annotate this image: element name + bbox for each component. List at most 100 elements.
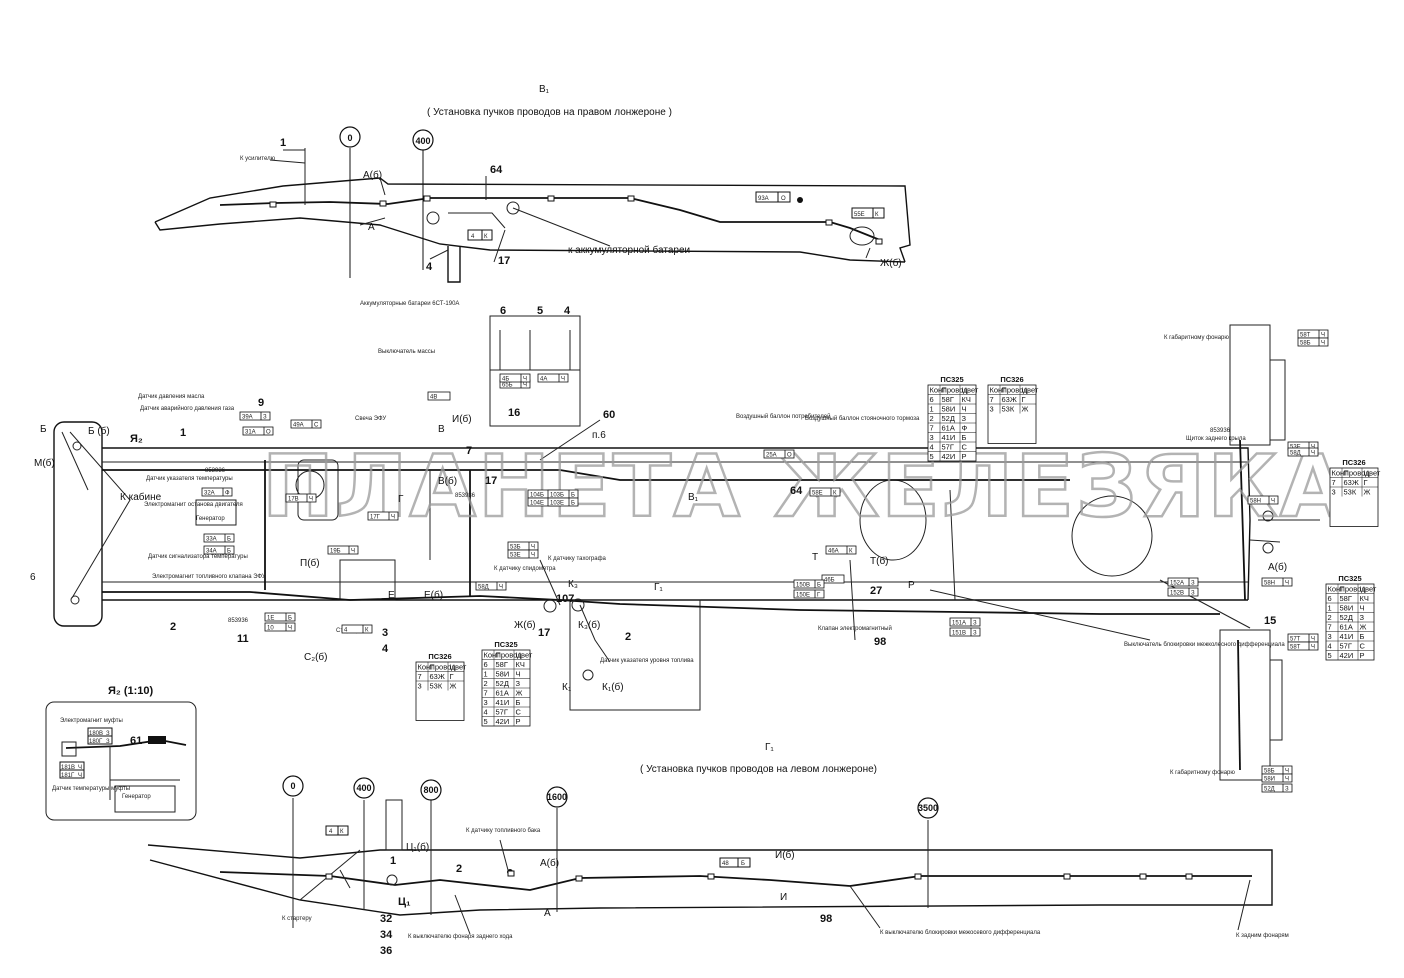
wire-tag-id: 32А (204, 491, 215, 497)
connector-table-cell: З (962, 414, 967, 423)
connector-table-cell: 6 (930, 395, 934, 404)
connector-table-cell: З (516, 679, 521, 688)
wire-tag-id: 52Д (1264, 787, 1275, 793)
bottom-frame: 4 К 48 Б (147, 798, 1273, 935)
svg-text:К габаритному фонарю: К габаритному фонарю (1170, 770, 1235, 776)
wire-tag-color: Ч (288, 626, 292, 632)
svg-text:17: 17 (485, 475, 497, 487)
connector-table-cell: С (1360, 641, 1366, 650)
wire-tag-id: 58Т (1300, 333, 1311, 339)
svg-text:9: 9 (258, 397, 264, 409)
top-markers: 0 400 (339, 126, 434, 151)
bottom-tag-48: 48 Б (719, 857, 751, 868)
connector-table-cell: 7 (484, 688, 488, 697)
view-title-g1: Г₁ (765, 742, 774, 753)
svg-text:11: 11 (237, 633, 249, 645)
connector-table-cell: 57Г (1340, 641, 1352, 650)
svg-text:Ч: Ч (78, 765, 82, 771)
svg-text:36: 36 (380, 945, 392, 957)
wire-tag-color: Ч (531, 553, 535, 559)
caption-g1: ( Установка пучков проводов на левом лон… (640, 764, 877, 775)
svg-text:Т(б): Т(б) (870, 555, 889, 567)
connector-table-cell: Провод (942, 385, 969, 394)
wire-tag-color: Ф (225, 491, 230, 497)
inset-ya2: Я₂ (1:10) Электромагнит муфты 61 Генерат… (45, 685, 197, 821)
svg-text:4: 4 (329, 829, 333, 835)
connector-table-cell: 3 (990, 404, 994, 413)
connector-table-cell: 42И (1340, 651, 1354, 660)
connector-table-cell: 61А (1340, 622, 1353, 631)
svg-text:Г: Г (398, 494, 404, 505)
connector-table-cell: Р (516, 717, 521, 726)
wire-tag-id: 34А (206, 549, 217, 555)
wire-tag-id: 151В (952, 631, 966, 637)
svg-text:181В: 181В (61, 765, 75, 771)
svg-text:К: К (340, 829, 344, 835)
svg-text:16: 16 (508, 407, 520, 419)
wire-tag-id: 19Б (330, 549, 341, 555)
watermark: ПЛАНЕТА ЖЕЛЕЗЯКА (262, 437, 1348, 537)
distance-marker: 400 (353, 777, 375, 799)
connector-table-cell: 61А (942, 423, 955, 432)
svg-text:98: 98 (874, 636, 886, 648)
svg-text:Ц₁: Ц₁ (398, 896, 411, 908)
connector-table-cell: Провод (1002, 385, 1029, 394)
svg-text:Я₂ (1:10): Я₂ (1:10) (108, 685, 154, 697)
connector-table-cell: Б (516, 698, 521, 707)
wire-tag-id: 103Е (550, 501, 564, 507)
svg-text:А(б): А(б) (1268, 561, 1287, 573)
top-tag-93a: 93А О (755, 191, 791, 203)
connector-table-cell: КЧ (516, 660, 525, 669)
connector-table-cell: 3 (418, 681, 422, 690)
connector-table-title: ПС325 (940, 375, 963, 384)
wire-tag-color: Б (571, 501, 575, 507)
wire-tag-color: Ч (1285, 581, 1289, 587)
connector-table-cell: 41И (496, 698, 510, 707)
connector-table-cell: Р (1360, 651, 1365, 660)
svg-text:Г₁: Г₁ (654, 582, 663, 593)
connector-table-cell: З (1360, 613, 1365, 622)
connector-table-cell: 53К (1344, 487, 1357, 496)
svg-text:П(б): П(б) (300, 557, 320, 569)
wire-tag-id: 58Д (478, 585, 489, 591)
connector-table-cell: 6 (1328, 594, 1332, 603)
svg-text:27: 27 (870, 585, 882, 597)
connector-table-cell: 58Г (496, 660, 508, 669)
connector-table-cell: Цвет (962, 385, 979, 394)
connector-table-cell: Цвет (1022, 385, 1039, 394)
wire-tag-color: З (1191, 581, 1195, 587)
connector-table-cell: 2 (484, 679, 488, 688)
svg-text:181Г: 181Г (61, 773, 75, 779)
wire-tag-id: 58Е (812, 491, 823, 497)
wire-tag-id: 58Н (1264, 581, 1275, 587)
connector-table-cell: 41И (1340, 632, 1354, 641)
wire-tag-id: 58Т (1290, 645, 1301, 651)
svg-text:34: 34 (380, 929, 393, 941)
svg-text:1: 1 (390, 855, 396, 867)
wire-tag-id: 31А (245, 430, 256, 436)
connector-table-cell: 58Г (1340, 594, 1352, 603)
svg-text:Ж(б): Ж(б) (514, 619, 536, 631)
svg-text:К стартеру: К стартеру (282, 916, 312, 922)
wire-tag-id: 58Б (1300, 341, 1311, 347)
svg-text:17: 17 (538, 627, 550, 639)
connector-table-cell: 5 (1328, 651, 1332, 660)
connector-table-title: ПС325 (494, 640, 517, 649)
wire-tag-id: 1Е (267, 616, 274, 622)
wire-tag-id: 46Б (824, 578, 835, 584)
top-a: А (368, 222, 375, 233)
distance-marker-label: 800 (423, 785, 438, 795)
svg-text:107: 107 (556, 593, 574, 605)
wire-tag-id: 65Б (502, 383, 513, 389)
